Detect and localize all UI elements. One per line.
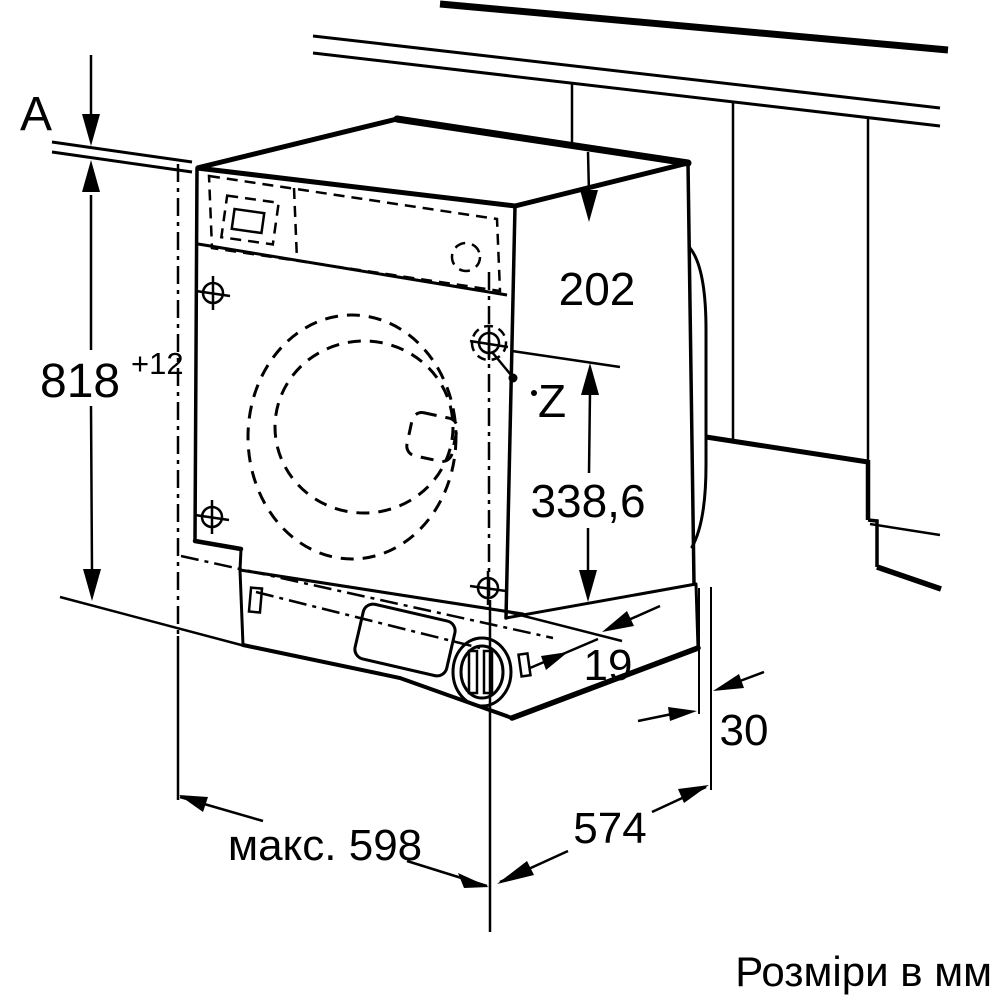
machine-outline (192, 115, 708, 721)
program-knob-dashed (450, 241, 482, 273)
dim-depth-574: 574 (497, 785, 709, 884)
control-panel-dashed (207, 174, 502, 293)
display-window (230, 207, 266, 235)
arrowhead (541, 652, 568, 670)
dim-label-19: 19 (584, 641, 633, 690)
dim-hinge-z: Z (491, 351, 566, 427)
machine-body (195, 119, 698, 718)
cabinet-side-panel (705, 102, 870, 465)
dim-label-338: 338,6 (530, 475, 645, 527)
dim-hinge-338: 338,6 (511, 349, 646, 602)
worktop-back-edge (312, 0, 949, 128)
dim-label-598: макс. 598 (228, 821, 422, 870)
machine-side-face (506, 163, 694, 618)
dim-label-a: A (20, 88, 52, 141)
door-inner-circle (273, 339, 455, 515)
extension-line (511, 349, 621, 369)
panel-bottom-edge (197, 242, 508, 297)
furniture-door-profile (688, 246, 708, 549)
arrowhead-left (179, 795, 208, 812)
leader-dot (508, 373, 518, 383)
drain-cap (451, 636, 513, 708)
arrowhead-left (497, 861, 534, 884)
plinth-centerline-2 (255, 590, 481, 650)
machine-top-face (197, 119, 688, 206)
dim-label-574: 574 (573, 804, 646, 853)
fixing-marks (194, 276, 509, 605)
arrowhead (602, 611, 634, 632)
arrowhead-down (83, 569, 101, 601)
arrowhead-right (668, 707, 697, 721)
door-dashed (246, 313, 459, 561)
top-hinge-mark (469, 324, 509, 362)
dim-door-30: 30 (637, 587, 769, 790)
machine-plinth-side (506, 584, 698, 718)
arrowhead-right (678, 785, 709, 803)
plinth-opening (353, 602, 457, 678)
leader-line (491, 351, 512, 376)
door-handle (405, 411, 459, 463)
extension-line (507, 610, 623, 643)
arrowhead-down (580, 190, 598, 222)
arrowhead-right (458, 873, 489, 888)
dim-label-202: 202 (559, 263, 636, 315)
units-note: Розміри в мм (735, 948, 992, 995)
arrowhead-up (82, 160, 100, 192)
dim-label-z: Z (538, 375, 566, 427)
machine-plinth-front (240, 570, 523, 718)
screw-hole-mark (194, 500, 230, 534)
dim-top-202: 202 (559, 84, 636, 315)
arrowhead-down (82, 114, 100, 146)
bottom-hinge-mark (469, 571, 507, 605)
dim-label-818-tolerance: +12 (131, 346, 184, 381)
dim-label-818: 818 (40, 355, 120, 408)
machine-front-face (195, 168, 515, 618)
dim-plinth-19: 19 (507, 604, 661, 690)
leader-dot (531, 390, 537, 396)
plinth-slot (247, 586, 264, 614)
display-window-dashed (219, 194, 281, 246)
dim-niche-height-818: 818 +12 (40, 195, 246, 648)
arrowhead-up (581, 363, 599, 395)
plinth-clip (517, 651, 532, 678)
plinth-details (247, 586, 532, 708)
dim-label-30: 30 (720, 706, 769, 755)
arrowhead-down (579, 570, 597, 602)
arrowhead-left (713, 674, 744, 691)
extension-line (59, 595, 246, 648)
screw-hole-mark (195, 276, 231, 310)
dim-width-598: макс. 598 (176, 600, 492, 932)
cabinet-plinth (865, 460, 942, 592)
dim-worktop-a: A (20, 55, 100, 192)
